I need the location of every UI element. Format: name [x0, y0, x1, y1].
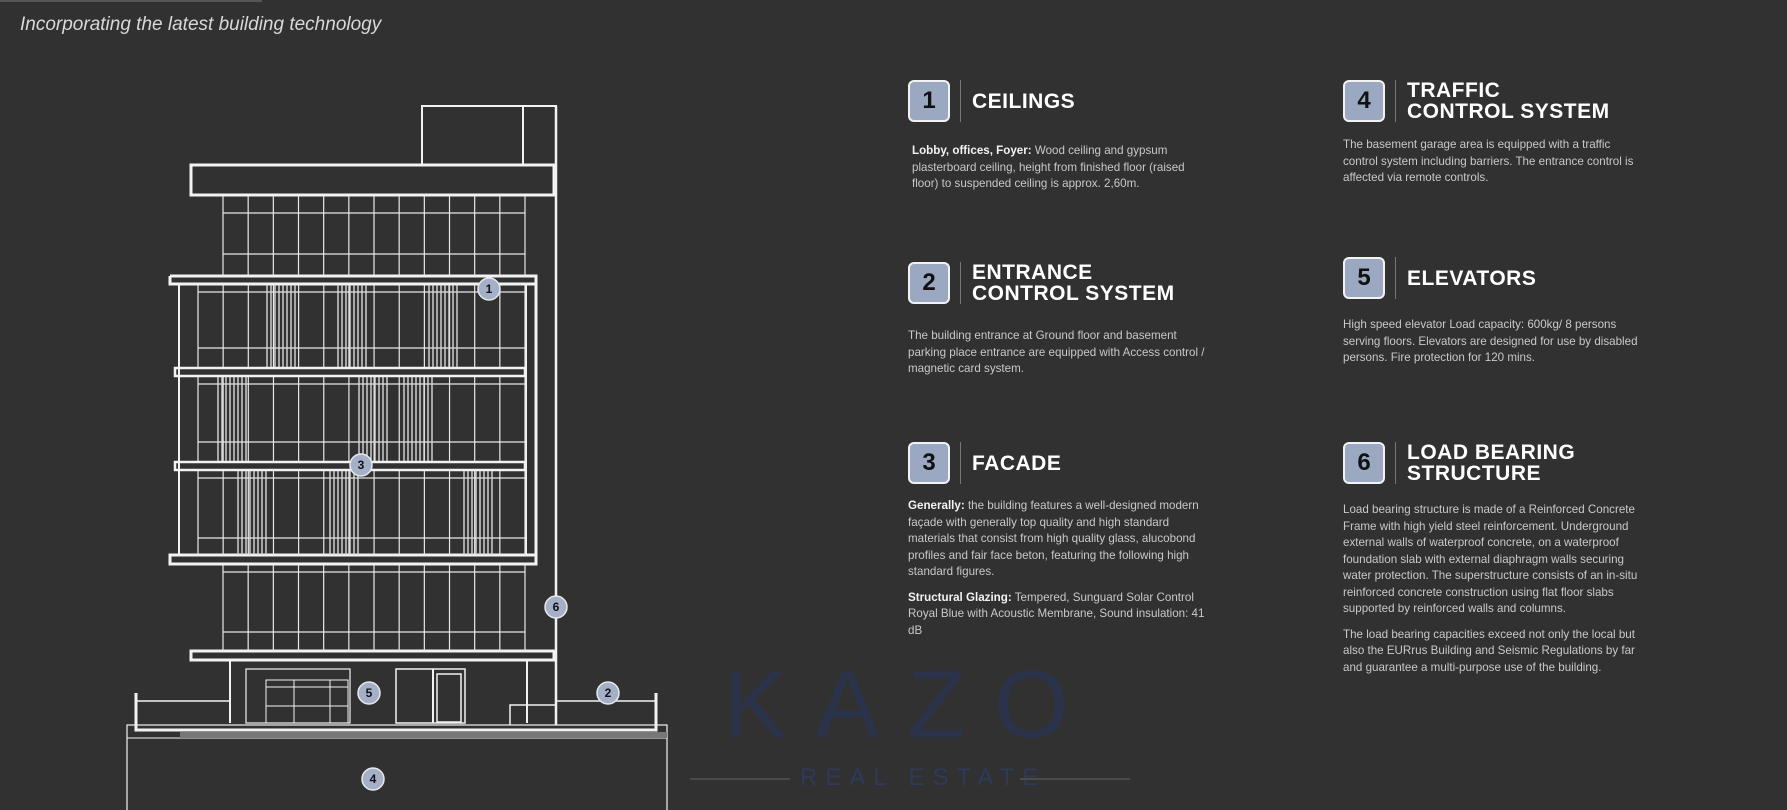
section-body: Generally: the building features a well-… — [908, 498, 1208, 648]
callout-marker-5[interactable]: 5 — [357, 681, 381, 705]
callout-marker-1[interactable]: 1 — [477, 277, 501, 301]
basement — [126, 724, 668, 810]
section-paragraph: Generally: the building features a well-… — [908, 498, 1208, 581]
section-paragraph: Structural Glazing: Tempered, Sunguard S… — [908, 590, 1208, 640]
paragraph-text: Load bearing structure is made of a Rein… — [1343, 503, 1638, 615]
page-title: Incorporating the latest building techno… — [20, 14, 382, 35]
header-divider — [960, 262, 961, 304]
section-title-line: ENTRANCE — [972, 261, 1093, 284]
section-title-line: ELEVATORS — [1407, 266, 1537, 290]
section-header: 1 CEILINGS — [908, 79, 1218, 123]
paragraph-text: the building features a well-designed mo… — [908, 499, 1199, 578]
paragraph-text: Tempered, Sunguard Solar Control Royal B… — [908, 590, 1205, 637]
section-body: The building entrance at Ground floor an… — [908, 328, 1208, 387]
callout-marker-4[interactable]: 4 — [361, 767, 385, 791]
entrance-door — [395, 668, 466, 724]
section-elevators: 5 ELEVATORS High speed elevator Load capa… — [1343, 256, 1653, 364]
section-facade: 3 FACADE Generally: the building features… — [908, 441, 1218, 637]
section-number-badge: 3 — [908, 442, 950, 484]
marker-number: 3 — [358, 458, 365, 472]
paragraph-text: The load bearing capacities exceed not o… — [1343, 627, 1635, 674]
section-title: FACADE — [972, 453, 1061, 474]
marker-number: 5 — [366, 686, 373, 700]
marker-number: 2 — [605, 686, 612, 700]
header-divider — [1395, 257, 1396, 299]
section-paragraph: The load bearing capacities exceed not o… — [1343, 627, 1643, 677]
paragraph-text: High speed elevator Load capacity: 600kg… — [1343, 318, 1638, 364]
section-title: ELEVATORS — [1407, 268, 1536, 289]
top-divider — [0, 0, 262, 2]
marker-number: 4 — [370, 772, 377, 786]
callout-marker-6[interactable]: 6 — [544, 595, 568, 619]
paragraph-lead: Structural Glazing: — [908, 590, 1012, 604]
section-paragraph: Lobby, offices, Foyer: Wood ceiling and … — [912, 143, 1212, 193]
section-header: 5 ELEVATORS — [1343, 256, 1653, 300]
marker-number: 1 — [486, 282, 493, 296]
section-number-badge: 6 — [1343, 442, 1385, 484]
section-title-line: CEILINGS — [972, 89, 1076, 113]
section-paragraph: Load bearing structure is made of a Rein… — [1343, 502, 1643, 618]
header-divider — [960, 80, 961, 122]
section-title-line: FACADE — [972, 451, 1062, 475]
callout-marker-2[interactable]: 2 — [596, 681, 620, 705]
roof-slab — [189, 163, 556, 197]
section-title-line: CONTROL SYSTEM — [1407, 100, 1610, 123]
section-body: The basement garage area is equipped wit… — [1343, 137, 1643, 196]
section-title-line: TRAFFIC — [1407, 79, 1501, 102]
floor-slab — [189, 649, 556, 662]
section-number-badge: 1 — [908, 80, 950, 122]
paragraph-text: The basement garage area is equipped wit… — [1343, 138, 1634, 184]
ground-level — [134, 693, 658, 732]
section-title-line: CONTROL SYSTEM — [972, 282, 1175, 305]
section-body: Load bearing structure is made of a Rein… — [1343, 502, 1643, 685]
rooftop-structure — [421, 105, 557, 166]
floor-slab — [168, 553, 538, 566]
header-divider — [1395, 442, 1396, 484]
elevator-doors — [245, 668, 351, 724]
section-title-line: LOAD BEARING — [1407, 441, 1576, 464]
floor-slab — [173, 366, 527, 378]
section-body: Lobby, offices, Foyer: Wood ceiling and … — [912, 143, 1212, 202]
section-paragraph: The building entrance at Ground floor an… — [908, 328, 1208, 378]
paragraph-text: Wood ceiling and gypsum plasterboard cei… — [912, 144, 1185, 190]
section-title-line: STRUCTURE — [1407, 462, 1541, 485]
callout-marker-3[interactable]: 3 — [349, 453, 373, 477]
facade-frame — [168, 274, 538, 460]
section-body: High speed elevator Load capacity: 600kg… — [1343, 317, 1643, 376]
section-paragraph: High speed elevator Load capacity: 600kg… — [1343, 317, 1643, 367]
section-title: CEILINGS — [972, 91, 1075, 112]
section-number-badge: 5 — [1343, 257, 1385, 299]
section-ceilings: 1 CEILINGS Lobby, offices, Foyer: Wood ce… — [908, 79, 1218, 190]
header-divider — [960, 442, 961, 484]
section-header: 3 FACADE — [908, 441, 1218, 485]
header-divider — [1395, 80, 1396, 122]
section-number-badge: 2 — [908, 262, 950, 304]
section-number-badge: 4 — [1343, 80, 1385, 122]
paragraph-text: The building entrance at Ground floor an… — [908, 329, 1205, 375]
paragraph-lead: Generally: — [908, 499, 965, 512]
section-paragraph: The basement garage area is equipped wit… — [1343, 137, 1643, 187]
marker-number: 6 — [553, 600, 560, 614]
paragraph-lead: Lobby, offices, Foyer: — [912, 144, 1032, 157]
